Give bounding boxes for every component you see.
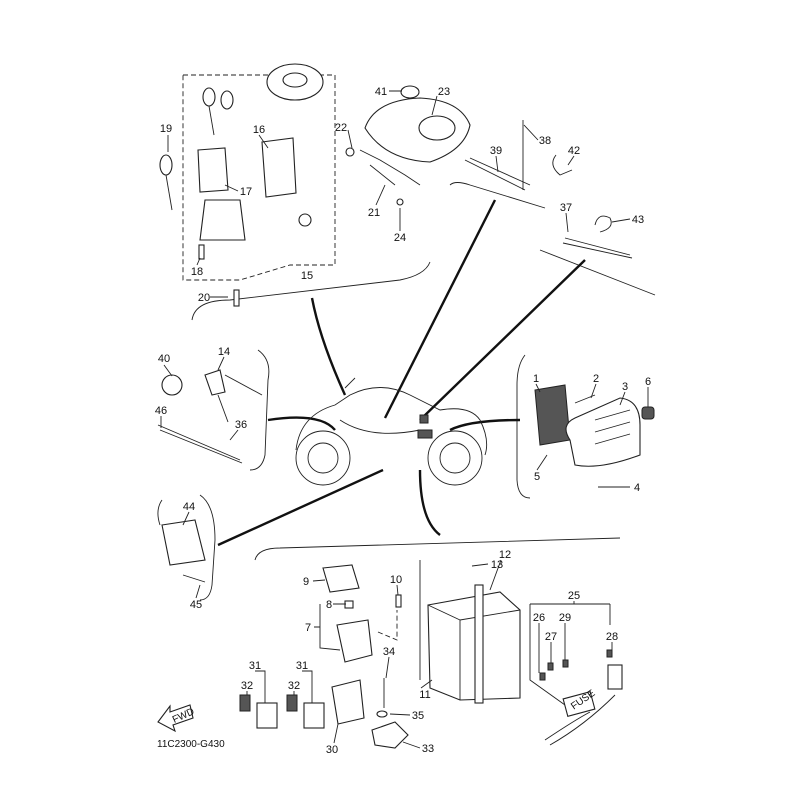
callout-11: 11 [419, 689, 430, 701]
callout-31-a: 31 [249, 660, 261, 672]
callout-16: 16 [253, 124, 265, 136]
callout-35: 35 [412, 710, 424, 722]
fwd-arrow-icon: FWD [157, 704, 196, 733]
callout-32-a: 32 [241, 680, 253, 692]
callout-10: 10 [390, 574, 402, 586]
leader-lines [160, 90, 649, 749]
callout-labels: 41 23 22 16 19 17 18 15 20 21 24 38 39 4… [155, 86, 651, 756]
callout-8: 8 [326, 599, 332, 611]
callout-12: 12 [499, 549, 511, 561]
regulator-parts [534, 384, 655, 488]
callout-3: 3 [622, 381, 628, 393]
callout-42: 42 [568, 145, 580, 157]
callout-39: 39 [490, 145, 502, 157]
callout-17: 17 [240, 186, 252, 198]
callout-21: 21 [368, 207, 380, 219]
callout-22: 22 [335, 122, 347, 134]
callout-31-b: 31 [296, 660, 308, 672]
callout-25: 25 [568, 590, 580, 602]
callout-5: 5 [534, 471, 540, 483]
callout-18: 18 [191, 266, 203, 278]
diagram-code: 11C2300-G430 [157, 739, 225, 750]
callout-43: 43 [632, 214, 644, 226]
electrical-box-parts: FUSE [239, 560, 623, 749]
callout-37: 37 [560, 202, 572, 214]
callout-29: 29 [559, 612, 571, 624]
callout-23: 23 [438, 86, 450, 98]
callout-26: 26 [533, 612, 545, 624]
callout-9: 9 [303, 576, 309, 588]
callout-13: 13 [491, 559, 503, 571]
callout-7: 7 [305, 622, 311, 634]
callout-38: 38 [539, 135, 551, 147]
callout-2: 2 [593, 373, 599, 385]
tank-parts [345, 85, 633, 259]
callout-1: 1 [533, 373, 539, 385]
callout-28: 28 [606, 631, 618, 643]
callout-14: 14 [218, 346, 230, 358]
callout-27: 27 [545, 631, 557, 643]
callout-41: 41 [375, 86, 387, 98]
callout-19: 19 [160, 123, 172, 135]
callout-30: 30 [326, 744, 338, 756]
callout-44: 44 [183, 501, 195, 513]
callout-33: 33 [422, 743, 434, 755]
callout-20: 20 [198, 292, 210, 304]
callout-15: 15 [301, 270, 313, 282]
callout-36: 36 [235, 419, 247, 431]
motorcycle-outline [295, 377, 488, 486]
callout-32-b: 32 [288, 680, 300, 692]
group-brackets [182, 74, 656, 601]
callout-45: 45 [190, 599, 202, 611]
callout-40: 40 [158, 353, 170, 365]
ignition-parts [159, 63, 324, 307]
callout-24: 24 [394, 232, 406, 244]
callout-6: 6 [645, 376, 651, 388]
fwd-label: FWD [171, 706, 196, 726]
callout-4: 4 [634, 482, 640, 494]
callout-34: 34 [383, 646, 395, 658]
callout-46: 46 [155, 405, 167, 417]
sensor-parts [157, 369, 263, 583]
